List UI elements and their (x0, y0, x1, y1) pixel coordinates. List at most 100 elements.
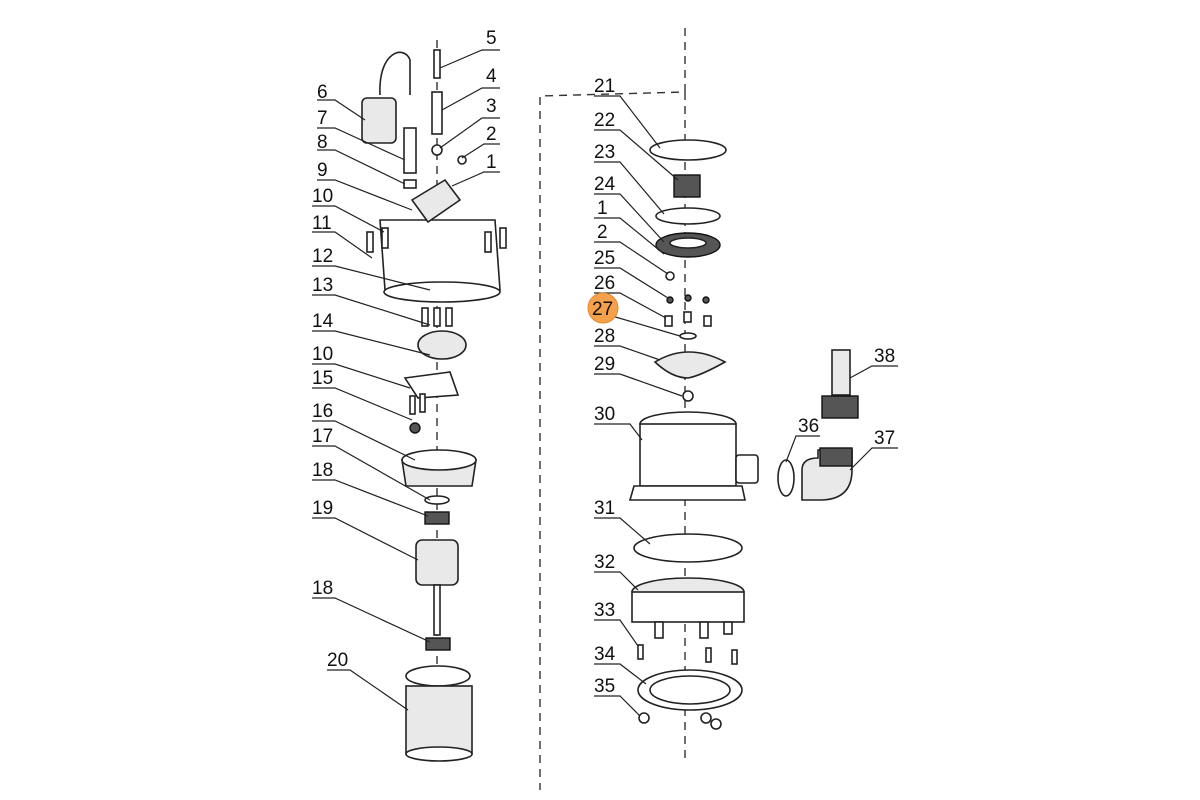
leader-37 (849, 447, 898, 471)
leader-9 (317, 179, 413, 211)
bolt-15b (419, 393, 426, 413)
label-20: 20 (327, 650, 348, 671)
right-labels: 21 22 23 24 1 2 25 26 27 28 29 30 31 32 … (592, 76, 895, 697)
screw-33c (731, 649, 738, 665)
label-6: 6 (317, 82, 328, 103)
leader-2 (461, 143, 500, 159)
leader-25 (594, 267, 669, 299)
screw-33a (637, 644, 644, 660)
leader-6 (317, 99, 366, 121)
label-14: 14 (312, 311, 334, 332)
label-5: 5 (486, 28, 497, 49)
foot-35a (638, 712, 650, 724)
label-11: 11 (312, 213, 332, 234)
leader-3 (439, 117, 500, 149)
stator-body (405, 685, 473, 755)
label-22: 22 (594, 110, 615, 131)
screw-33b (705, 647, 712, 663)
bolt-13a (421, 307, 429, 327)
label-23: 23 (594, 142, 615, 163)
label-10: 10 (312, 186, 333, 207)
label-38: 38 (874, 346, 895, 367)
shaft-nut (431, 144, 443, 156)
leader-18 (312, 479, 429, 517)
label-37: 37 (874, 428, 895, 449)
impeller-28 (653, 351, 727, 379)
label-17: 17 (312, 426, 333, 447)
bolt-13b (433, 307, 441, 327)
leader-2r (594, 241, 669, 275)
shaft-tip (433, 49, 441, 79)
bracket (403, 371, 460, 399)
label-35: 35 (594, 676, 615, 697)
screw-26b (683, 311, 692, 323)
ring-23 (655, 207, 721, 225)
housing-handle (410, 178, 462, 224)
label-13: 13 (312, 275, 333, 296)
label-30: 30 (594, 404, 615, 425)
outlet-port (735, 454, 759, 484)
leader-14 (312, 330, 431, 356)
leader-30 (594, 423, 643, 441)
label-4: 4 (486, 66, 497, 87)
bearing-upper (424, 511, 450, 525)
leader-28 (594, 345, 661, 361)
leader-23 (594, 161, 665, 215)
float-switch (361, 97, 397, 144)
label-18b: 18 (312, 578, 333, 599)
capacitor (417, 330, 467, 360)
leader-24 (594, 193, 665, 243)
base-leg-2 (699, 621, 709, 639)
leader-27 (611, 315, 681, 337)
leader-13 (312, 294, 431, 326)
seal-ring-17 (424, 495, 450, 505)
label-1: 1 (486, 152, 497, 173)
label-16: 16 (312, 401, 333, 422)
strainer-base-body (631, 591, 745, 623)
motor-housing (379, 219, 501, 291)
leader-16 (312, 420, 416, 461)
label-10b: 10 (312, 344, 333, 365)
bolt-13c (445, 307, 453, 327)
leader-11 (312, 231, 373, 259)
label-18: 18 (312, 460, 333, 481)
leader-15 (312, 387, 413, 421)
leader-32 (594, 571, 639, 591)
leader-31 (594, 517, 651, 545)
leader-36 (785, 435, 820, 463)
leader-38 (849, 365, 898, 379)
label-8: 8 (317, 132, 328, 153)
hose-connector-nut (821, 395, 859, 419)
leader-35 (594, 695, 641, 717)
label-3: 3 (486, 96, 497, 117)
leader-7 (317, 127, 406, 161)
washer-15 (409, 422, 421, 434)
bearing-housing-top (401, 449, 477, 471)
label-36: 36 (798, 416, 819, 437)
seal-ring-36 (777, 459, 795, 497)
o-ring-31 (633, 533, 743, 563)
label-19: 19 (312, 498, 333, 519)
screw-26c (703, 315, 712, 327)
leader-17 (312, 445, 431, 501)
leader-19 (312, 517, 419, 561)
small-nut (457, 155, 467, 165)
label-25: 25 (594, 248, 615, 269)
hose-connector-38 (831, 349, 851, 396)
right-assembly (628, 139, 859, 730)
leader-10 (312, 205, 385, 233)
leader-8 (317, 149, 406, 185)
leader-5 (439, 49, 500, 69)
base-leg-3 (723, 621, 733, 635)
foot-35c (710, 718, 722, 730)
dashed-axis-connector (539, 28, 686, 790)
washer-25a (666, 296, 674, 304)
o-ring-21 (649, 139, 727, 161)
washer-25c (702, 296, 710, 304)
bolt-15a (409, 395, 416, 415)
bottom-plate-inner (649, 675, 731, 705)
leader-1 (451, 171, 500, 187)
stator-top (405, 665, 471, 687)
pump-housing-flange (628, 485, 746, 501)
